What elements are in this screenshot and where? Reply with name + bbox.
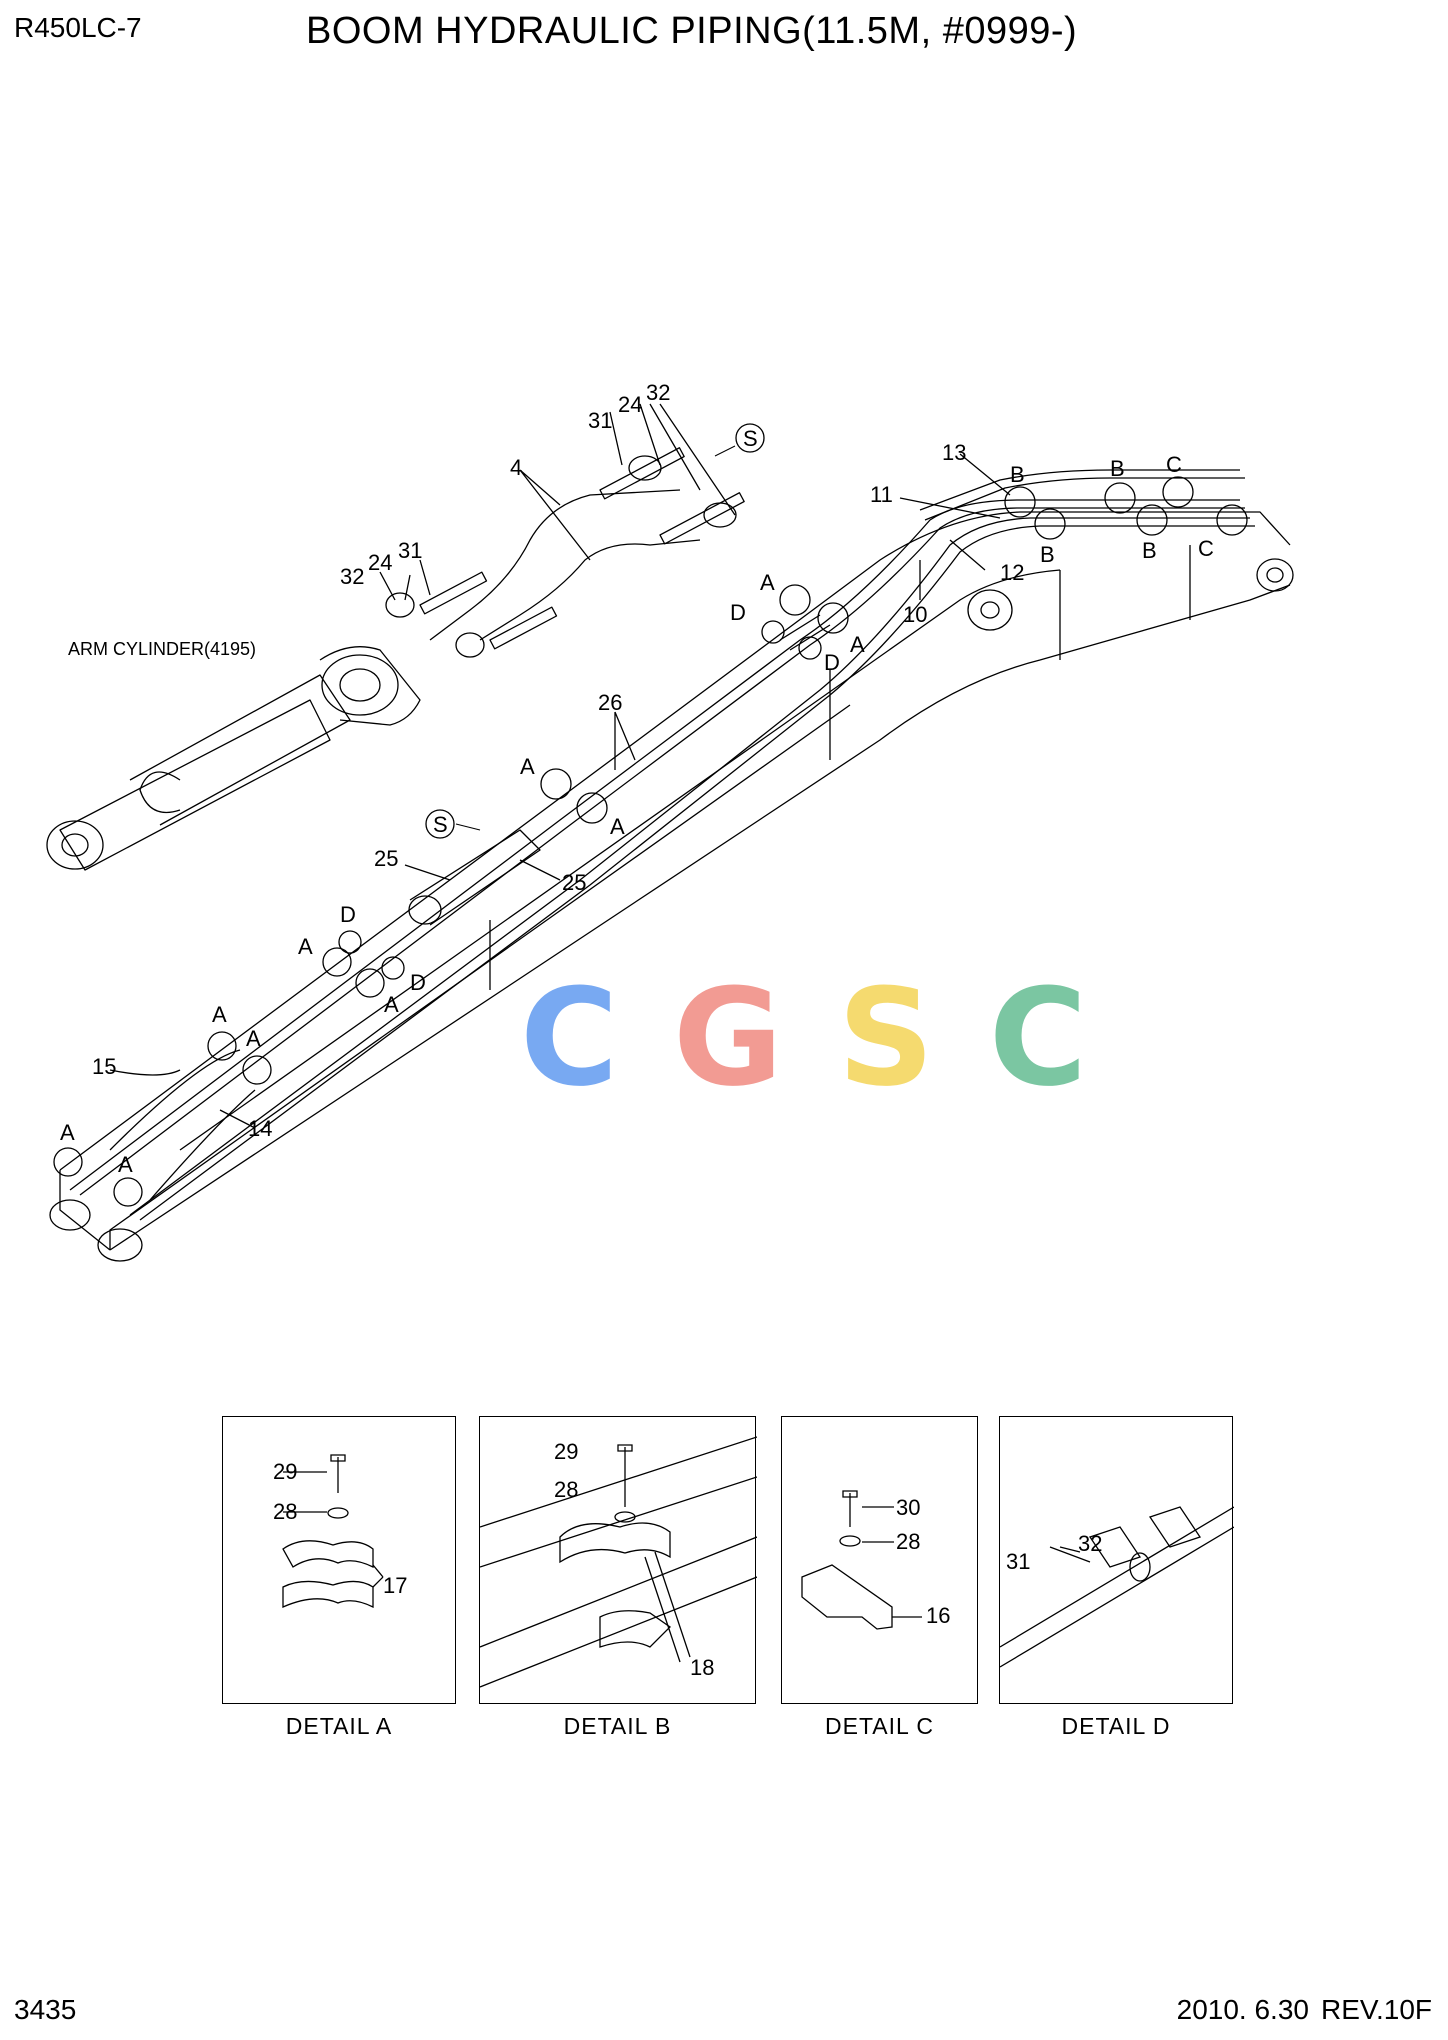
svg-text:A: A bbox=[610, 814, 625, 839]
svg-text:B: B bbox=[1040, 542, 1055, 567]
callout-15: 15 bbox=[92, 1054, 116, 1079]
callout-24-top: 24 bbox=[618, 392, 642, 417]
boom-mid-edge bbox=[109, 704, 851, 1250]
svg-text:A: A bbox=[60, 1120, 75, 1145]
model-number: R450LC-7 bbox=[14, 12, 142, 43]
hose-assembly bbox=[429, 489, 681, 641]
watermark-letter-2: G bbox=[673, 960, 787, 1116]
callout-11: 11 bbox=[870, 482, 893, 507]
revision-code: REV.10F bbox=[1320, 1994, 1432, 2025]
detail-c-caption: DETAIL C bbox=[825, 1713, 934, 1739]
detail-markers bbox=[53, 476, 1248, 1207]
svg-text:B: B bbox=[1010, 462, 1025, 487]
callout-13: 13 bbox=[942, 440, 966, 465]
detail-a-part-28: 28 bbox=[273, 1499, 297, 1524]
watermark-letter-4: C bbox=[988, 960, 1092, 1116]
callout-31-top: 31 bbox=[588, 408, 612, 433]
page-title: BOOM HYDRAULIC PIPING(11.5M, #0999-) bbox=[306, 10, 1078, 52]
leader-lines bbox=[109, 403, 1011, 1129]
callout-31-left: 31 bbox=[398, 538, 422, 563]
svg-text:B: B bbox=[1110, 456, 1125, 481]
boom-piping-diagram: ARM CYLINDER(4195) 4 10 11 12 13 14 15 2… bbox=[46, 380, 1294, 1262]
callout-32-top: 32 bbox=[646, 380, 670, 405]
arm-cylinder-label: ARM CYLINDER(4195) bbox=[68, 639, 256, 659]
detail-d-box: 31 32 bbox=[999, 1416, 1234, 1704]
svg-text:S: S bbox=[743, 426, 758, 451]
boom-side-edge bbox=[59, 1170, 111, 1251]
detail-b-box: 29 28 18 bbox=[479, 1416, 757, 1704]
detail-a-caption: DETAIL A bbox=[285, 1713, 393, 1739]
callout-12: 12 bbox=[1000, 560, 1024, 585]
svg-text:A: A bbox=[298, 934, 313, 959]
arm-cylinder-body bbox=[59, 699, 331, 871]
detail-a-box: 29 28 17 bbox=[222, 1416, 456, 1704]
detail-c-part-28: 28 bbox=[896, 1529, 920, 1554]
detail-a-part-29: 29 bbox=[273, 1459, 297, 1484]
svg-text:C: C bbox=[1198, 536, 1214, 561]
detail-letter-labels: A A A A A A A A A A B B B B C C D D D D bbox=[60, 452, 1214, 1177]
callout-26: 26 bbox=[598, 690, 622, 715]
page-number: 3435 bbox=[14, 1994, 77, 2025]
revision-info: 2010. 6.30 REV.10F bbox=[1165, 1994, 1432, 2026]
svg-text:A: A bbox=[520, 754, 535, 779]
revision-date: 2010. 6.30 bbox=[1176, 1994, 1309, 2025]
detail-b-part-18: 18 bbox=[690, 1655, 714, 1680]
callout-4: 4 bbox=[510, 455, 522, 480]
callout-10: 10 bbox=[903, 602, 927, 627]
boom-top-edge bbox=[59, 511, 1291, 1171]
callout-25-upper: 25 bbox=[374, 846, 398, 871]
svg-text:S: S bbox=[433, 812, 448, 837]
svg-text:A: A bbox=[118, 1152, 133, 1177]
detail-d-part-31: 31 bbox=[1006, 1549, 1030, 1574]
boom-bottom-edge bbox=[109, 584, 1291, 1251]
detail-c-part-30: 30 bbox=[896, 1495, 920, 1520]
svg-text:D: D bbox=[340, 902, 356, 927]
detail-b-caption: DETAIL B bbox=[563, 1713, 672, 1739]
detail-d-part-32: 32 bbox=[1078, 1531, 1102, 1556]
pipe-bundle-upper bbox=[69, 499, 1240, 1191]
cgsc-watermark: C G S C bbox=[520, 960, 1091, 1116]
detail-a-part-17: 17 bbox=[383, 1573, 407, 1598]
detail-b-part-29: 29 bbox=[554, 1439, 578, 1464]
detail-d-caption: DETAIL D bbox=[1061, 1713, 1171, 1739]
watermark-letter-3: S bbox=[837, 960, 939, 1116]
callout-25-lower: 25 bbox=[562, 870, 586, 895]
section-marker-top: S bbox=[714, 423, 765, 457]
svg-text:A: A bbox=[384, 992, 399, 1017]
svg-text:A: A bbox=[246, 1026, 261, 1051]
svg-text:D: D bbox=[824, 650, 840, 675]
detail-b-part-28: 28 bbox=[554, 1477, 578, 1502]
callout-24-left: 24 bbox=[368, 550, 392, 575]
svg-text:A: A bbox=[760, 570, 775, 595]
svg-text:C: C bbox=[1166, 452, 1182, 477]
detail-c-part-16: 16 bbox=[926, 1603, 950, 1628]
svg-text:B: B bbox=[1142, 538, 1157, 563]
svg-text:A: A bbox=[212, 1002, 227, 1027]
svg-text:A: A bbox=[850, 632, 865, 657]
callout-32-left: 32 bbox=[340, 564, 364, 589]
detail-c-box: 30 28 16 bbox=[781, 1416, 978, 1704]
section-marker-mid: S bbox=[425, 809, 481, 839]
svg-text:D: D bbox=[410, 970, 426, 995]
callout-14: 14 bbox=[248, 1116, 272, 1141]
watermark-letter-1: C bbox=[520, 960, 623, 1116]
svg-text:D: D bbox=[730, 600, 746, 625]
